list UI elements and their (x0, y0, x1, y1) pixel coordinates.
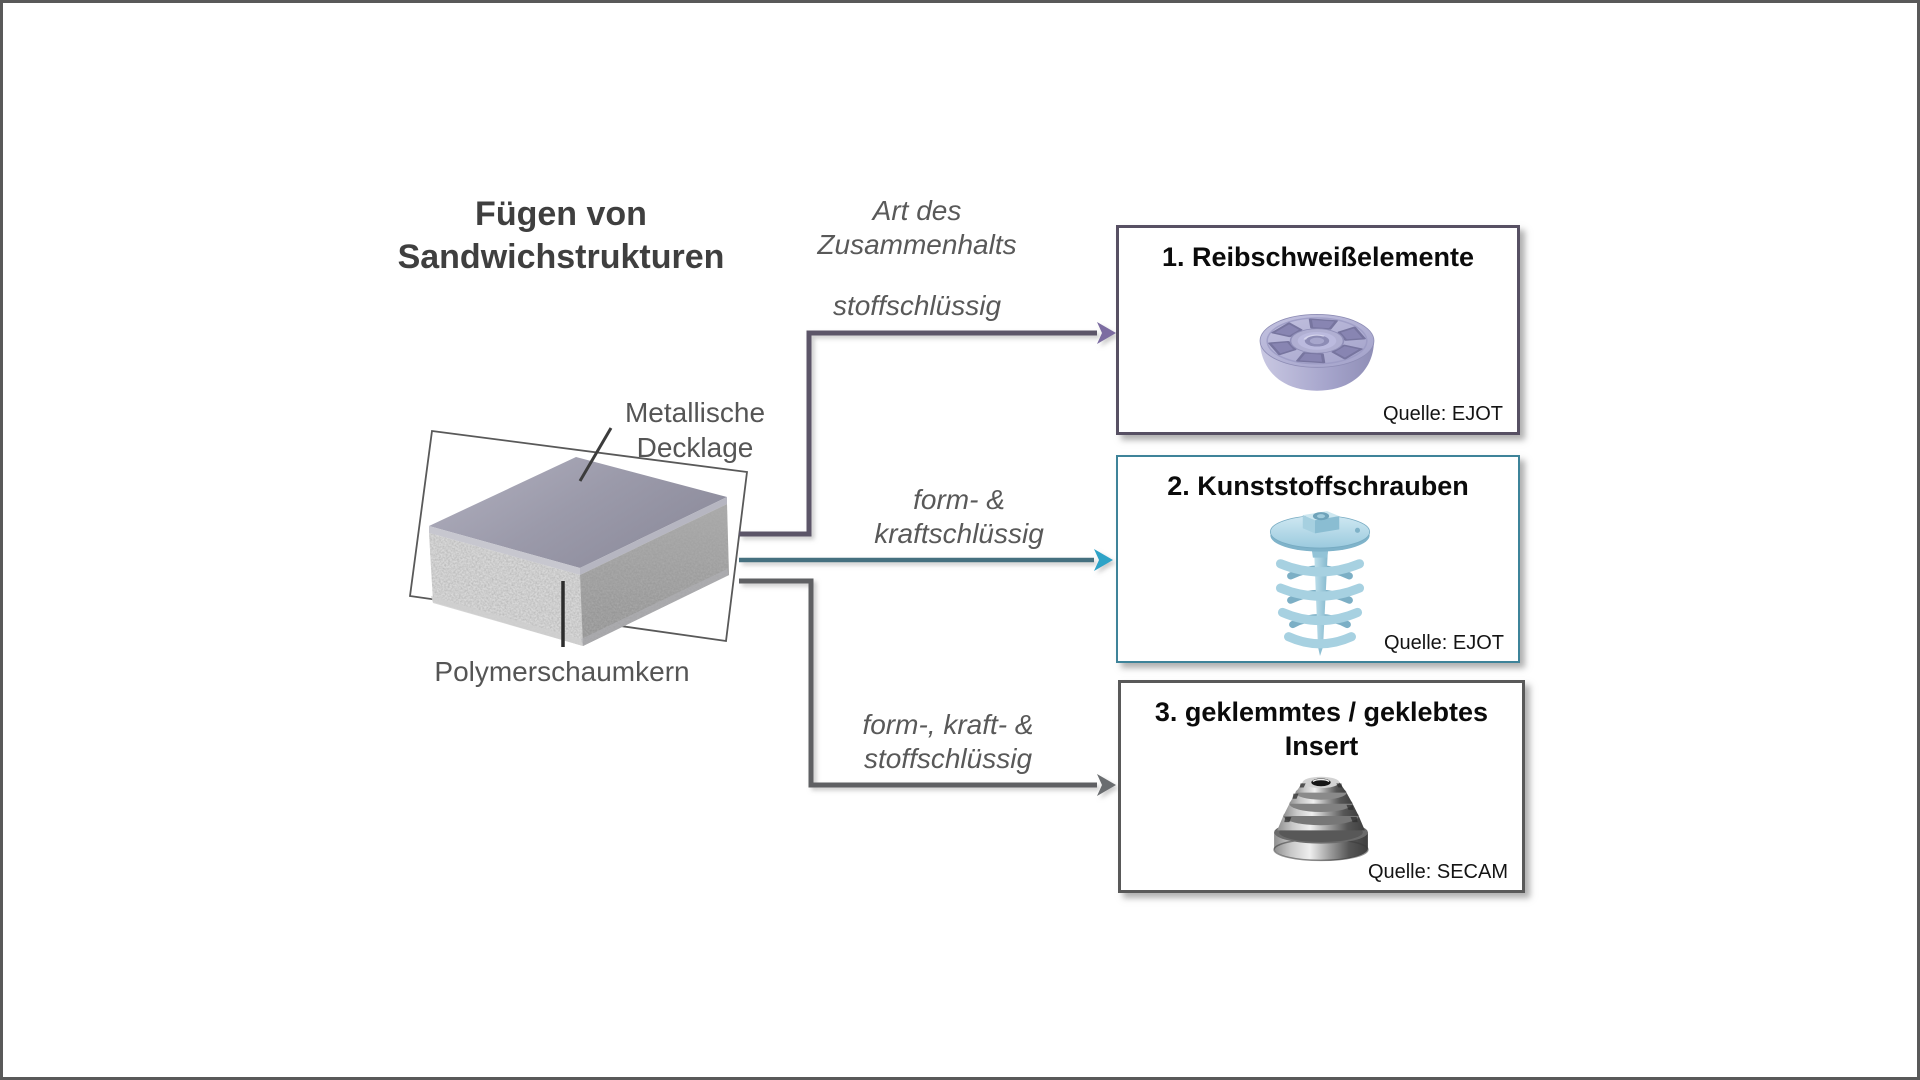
connector-arrow-1 (739, 322, 1116, 537)
result-box-1: 1. Reibschweißelemente (1116, 225, 1520, 435)
connector-arrow-2 (739, 549, 1113, 571)
plastic-screw-image (1269, 511, 1371, 656)
result-box-1-title: 1. Reibschweißelemente (1161, 242, 1475, 272)
arrow-3-label: form-, kraft- & stoffschlüssig (862, 709, 1034, 775)
friction-weld-element-image (1259, 314, 1375, 391)
result-box-2: 2. Kunststoffschrauben (1116, 455, 1520, 663)
sandwich-top-label: Metallische Decklage (624, 397, 766, 463)
arrow-2-label: form- & kraftschlüssig (874, 484, 1044, 550)
result-box-3: 3. geklemmtes / geklebtes Insert (1118, 680, 1525, 893)
result-box-2-title: 2. Kunststoffschrauben (1167, 471, 1469, 501)
sandwich-bottom-label: Polymerschaumkern (434, 656, 690, 687)
sandwich-photo-frame (408, 429, 749, 643)
decklage-pointer-line (578, 427, 613, 482)
result-box-3-title: 3. geklemmtes / geklebtes Insert (1154, 697, 1489, 762)
page-title: Fügen von Sandwichstrukturen (397, 195, 725, 276)
result-box-2-source: Quelle: EJOT (1383, 632, 1504, 654)
arrow-1-label: stoffschlüssig (832, 290, 1002, 321)
sandwich-illustration (429, 457, 729, 646)
diagram-graphics (408, 322, 1116, 796)
metal-insert-image (1273, 776, 1369, 862)
column-header: Art des Zusammenhalts (817, 195, 1017, 261)
connector-arrow-3 (739, 578, 1116, 796)
result-box-3-source: Quelle: SECAM (1367, 861, 1508, 883)
result-box-1-source: Quelle: EJOT (1382, 403, 1503, 425)
